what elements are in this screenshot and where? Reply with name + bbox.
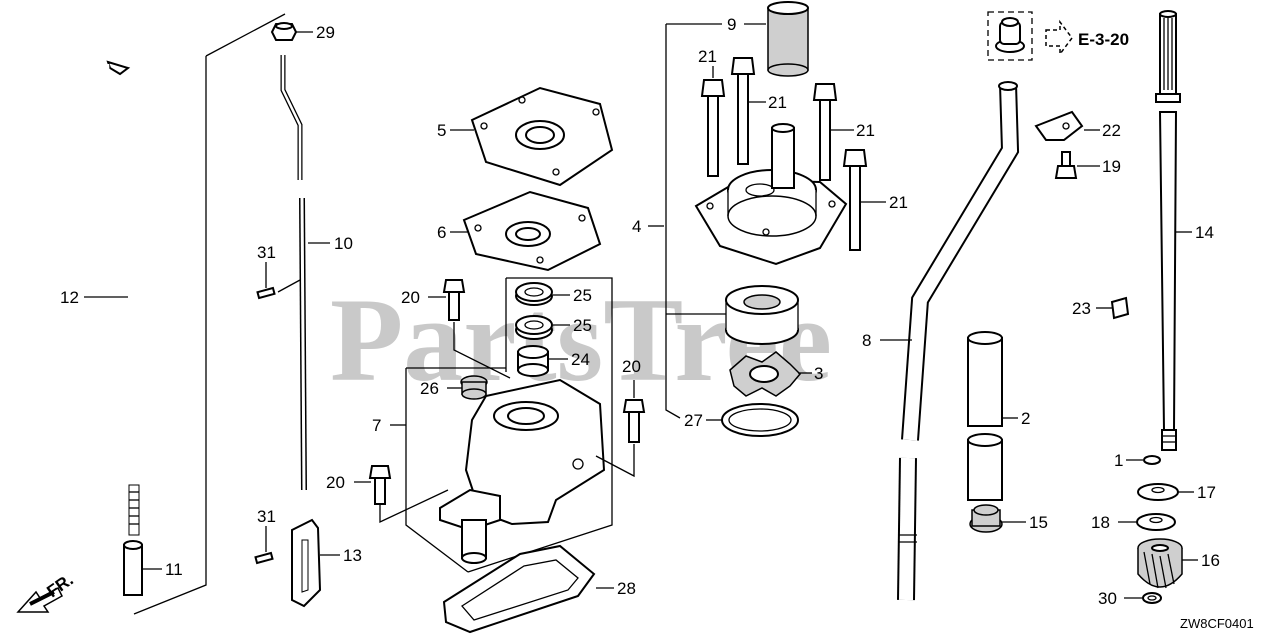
callout-8[interactable]: 8 — [862, 331, 871, 350]
callout-9[interactable]: 9 — [727, 15, 736, 34]
part-28-gasket — [442, 544, 596, 634]
callout-15[interactable]: 15 — [1029, 513, 1048, 532]
part-21-bolt-b — [730, 57, 756, 165]
part-20-bolt-c — [622, 399, 646, 443]
part-1-circlip — [1143, 455, 1161, 465]
part-24-bushing — [517, 345, 549, 377]
part-23-clip — [1110, 296, 1130, 320]
pump-liner — [725, 285, 799, 345]
reference-label[interactable]: E-3-20 — [1078, 30, 1129, 49]
callout-21-c[interactable]: 21 — [856, 121, 875, 140]
callout-5[interactable]: 5 — [437, 121, 446, 140]
callout-13[interactable]: 13 — [343, 546, 362, 565]
part-25-bearing-upper — [515, 282, 553, 306]
callout-22[interactable]: 22 — [1102, 121, 1121, 140]
callout-27[interactable]: 27 — [684, 411, 703, 430]
callout-21-b[interactable]: 21 — [768, 93, 787, 112]
part-15-grommet — [969, 504, 1003, 533]
part-4-pump-case — [694, 123, 848, 266]
callout-21-a[interactable]: 21 — [698, 47, 717, 66]
callout-29[interactable]: 29 — [316, 23, 335, 42]
callout-31-lower[interactable]: 31 — [257, 507, 276, 526]
part-9-filter — [767, 1, 809, 77]
part-13-bracket — [291, 518, 322, 608]
part-25-bearing-lower — [515, 315, 553, 340]
callout-23[interactable]: 23 — [1072, 299, 1091, 318]
front-arrow-icon — [16, 586, 63, 613]
callout-19[interactable]: 19 — [1102, 157, 1121, 176]
part-12-rod — [106, 60, 140, 540]
callout-17[interactable]: 17 — [1197, 483, 1216, 502]
callout-1[interactable]: 1 — [1114, 451, 1123, 470]
callout-24[interactable]: 24 — [571, 350, 590, 369]
callout-4[interactable]: 4 — [632, 217, 641, 236]
part-31-pin-lower — [254, 551, 274, 565]
callout-16[interactable]: 16 — [1201, 551, 1220, 570]
part-31-pin-upper — [256, 286, 276, 300]
part-7-pump-housing — [439, 378, 606, 564]
part-21-bolt-a — [700, 79, 726, 177]
callout-20-right[interactable]: 20 — [622, 357, 641, 376]
part-5-plate — [470, 86, 614, 187]
callout-26[interactable]: 26 — [420, 379, 439, 398]
part-10-rod — [280, 55, 307, 491]
part-11-sleeve — [123, 540, 143, 596]
callout-14[interactable]: 14 — [1195, 223, 1214, 242]
part-21-bolt-c — [812, 83, 838, 181]
callout-25-lower[interactable]: 25 — [573, 316, 592, 335]
diagram-code: ZW8CF0401 — [1180, 616, 1254, 631]
part-20-bolt-a — [442, 279, 466, 321]
callout-2[interactable]: 2 — [1021, 409, 1030, 428]
part-2-tube — [967, 331, 1003, 501]
callout-25-upper[interactable]: 25 — [573, 286, 592, 305]
part-8-water-tube — [897, 81, 1020, 601]
callout-21-d[interactable]: 21 — [889, 193, 908, 212]
part-26-plug — [460, 375, 488, 400]
callout-10[interactable]: 10 — [334, 234, 353, 253]
callout-18[interactable]: 18 — [1091, 513, 1110, 532]
part-22-clip — [1034, 110, 1084, 141]
callout-28[interactable]: 28 — [617, 579, 636, 598]
part-6-plate — [462, 190, 602, 272]
part-17-washer — [1137, 483, 1179, 501]
callout-31-upper[interactable]: 31 — [257, 243, 276, 262]
callout-6[interactable]: 6 — [437, 223, 446, 242]
part-14-drive-shaft — [1155, 10, 1181, 451]
callout-3[interactable]: 3 — [814, 364, 823, 383]
reference-grommet-icon — [987, 11, 1033, 61]
callout-12[interactable]: 12 — [60, 288, 79, 307]
part-21-bolt-d — [842, 149, 868, 251]
callout-30[interactable]: 30 — [1098, 589, 1117, 608]
callout-7[interactable]: 7 — [372, 416, 381, 435]
callout-20-upper[interactable]: 20 — [401, 288, 420, 307]
part-18-washer — [1136, 513, 1176, 531]
part-29-nut — [270, 22, 298, 41]
part-30-circlip — [1142, 592, 1162, 604]
callout-11[interactable]: 11 — [165, 560, 183, 579]
part-3-impeller — [729, 351, 802, 397]
part-20-bolt-b — [368, 465, 392, 505]
part-27-o-ring — [721, 403, 799, 437]
part-19-screw — [1054, 151, 1078, 179]
part-16-pinion-gear — [1137, 538, 1183, 589]
reference-arrow-icon — [1045, 19, 1073, 57]
callout-20-lower[interactable]: 20 — [326, 473, 345, 492]
